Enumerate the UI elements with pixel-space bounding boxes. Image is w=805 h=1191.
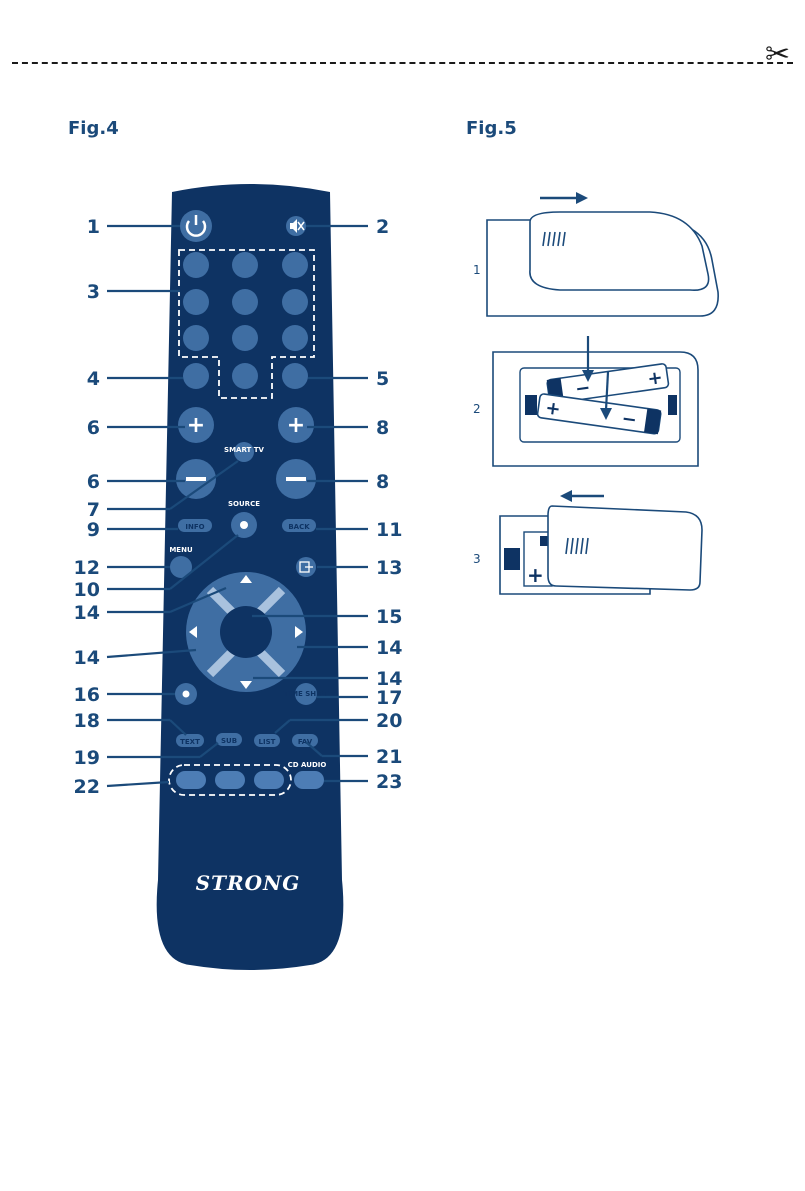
battery-step-3: 3 +	[473, 490, 702, 594]
callout-3: 3	[87, 281, 100, 303]
number-button-6[interactable]	[282, 289, 308, 315]
ok-button[interactable]	[220, 606, 272, 658]
callout-11: 11	[376, 519, 402, 541]
callout-8-lower: 8	[376, 471, 389, 493]
callout-4: 4	[87, 368, 100, 390]
callout-14-right: 14	[376, 637, 402, 659]
cd-audio-label: CD AUDIO	[288, 761, 327, 769]
blue-key-button[interactable]	[294, 771, 324, 789]
number-button-8[interactable]	[232, 325, 258, 351]
callout-9: 9	[87, 519, 100, 541]
callout-12: 12	[74, 557, 100, 579]
spring-contact	[504, 548, 520, 570]
callout-1: 1	[87, 216, 100, 238]
number-button-4[interactable]	[183, 289, 209, 315]
text-label: TEXT	[180, 738, 200, 746]
number-button-9[interactable]	[282, 325, 308, 351]
callout-6-lower: 6	[87, 471, 100, 493]
arrow-head-right-icon	[576, 192, 588, 204]
spring-contact-right	[668, 395, 677, 415]
number-button-5[interactable]	[232, 289, 258, 315]
subtitle-label: SUB	[221, 737, 237, 745]
smart-tv-label: SMART TV	[224, 446, 264, 454]
minus-icon	[186, 477, 206, 481]
number-button-3[interactable]	[282, 252, 308, 278]
callout-7: 7	[87, 499, 100, 521]
epg-button[interactable]	[183, 363, 209, 389]
source-dot-icon	[240, 521, 248, 529]
plus-terminal-icon: +	[527, 563, 544, 587]
callout-14-upper: 14	[74, 602, 100, 624]
spring-contact-left	[525, 395, 537, 415]
callout-16: 16	[74, 684, 100, 706]
plus-terminal-icon: +	[646, 367, 664, 390]
minus-terminal-icon: −	[620, 408, 638, 431]
recall-button[interactable]	[282, 363, 308, 389]
callout-15: 15	[376, 606, 402, 628]
callout-6-upper: 6	[87, 417, 100, 439]
callout-22: 22	[74, 776, 100, 798]
menu-label: MENU	[169, 546, 193, 554]
callout-13: 13	[376, 557, 402, 579]
battery-step-2: 2 − + + −	[473, 336, 698, 466]
callout-5: 5	[376, 368, 389, 390]
yellow-key-button[interactable]	[254, 771, 284, 789]
number-button-1[interactable]	[183, 252, 209, 278]
source-label: SOURCE	[228, 500, 260, 508]
navigation-pad	[186, 572, 306, 692]
callout-10: 10	[74, 579, 100, 601]
power-button[interactable]	[180, 210, 212, 242]
callout-2: 2	[376, 216, 389, 238]
info-label: INFO	[185, 523, 204, 531]
plus-icon: +	[287, 413, 305, 438]
callout-21: 21	[376, 746, 402, 768]
callout-18: 18	[74, 710, 100, 732]
step-number-2: 2	[473, 402, 481, 416]
battery-step-1: 1	[473, 192, 718, 316]
battery-cover	[530, 212, 709, 290]
callout-8-upper: 8	[376, 417, 389, 439]
minus-icon	[286, 477, 306, 481]
brand-logo: STRONG	[196, 871, 301, 895]
number-button-2[interactable]	[232, 252, 258, 278]
callout-17: 17	[376, 687, 402, 709]
number-button-7[interactable]	[183, 325, 209, 351]
minus-terminal-icon: −	[574, 377, 592, 400]
red-key-button[interactable]	[176, 771, 206, 789]
record-dot-icon	[183, 691, 190, 698]
back-label: BACK	[288, 523, 310, 531]
callout-19: 19	[74, 747, 100, 769]
plus-icon: +	[187, 413, 205, 438]
callout-20: 20	[376, 710, 402, 732]
number-button-0[interactable]	[232, 363, 258, 389]
step-number-1: 1	[473, 263, 481, 277]
list-label: LIST	[259, 738, 276, 746]
green-key-button[interactable]	[215, 771, 245, 789]
arrow-head-left-icon	[560, 490, 572, 502]
step-number-3: 3	[473, 552, 481, 566]
callout-14-left: 14	[74, 647, 100, 669]
callout-23: 23	[376, 771, 402, 793]
plus-terminal-icon: +	[544, 397, 562, 420]
